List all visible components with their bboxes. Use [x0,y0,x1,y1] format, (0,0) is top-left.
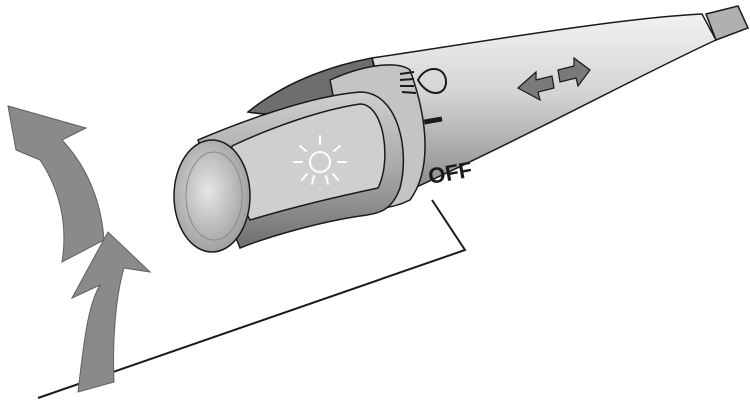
upward-arrow-icon [70,231,152,393]
left-right-arrows-icon [516,56,591,102]
bulb-icon [293,135,347,185]
upward-arrow-icon-upper [7,105,105,263]
stalk-body [173,5,750,253]
dash-position-marker [423,116,443,125]
pointer-lines [37,199,467,399]
headlamp-beam-icon [399,68,448,94]
